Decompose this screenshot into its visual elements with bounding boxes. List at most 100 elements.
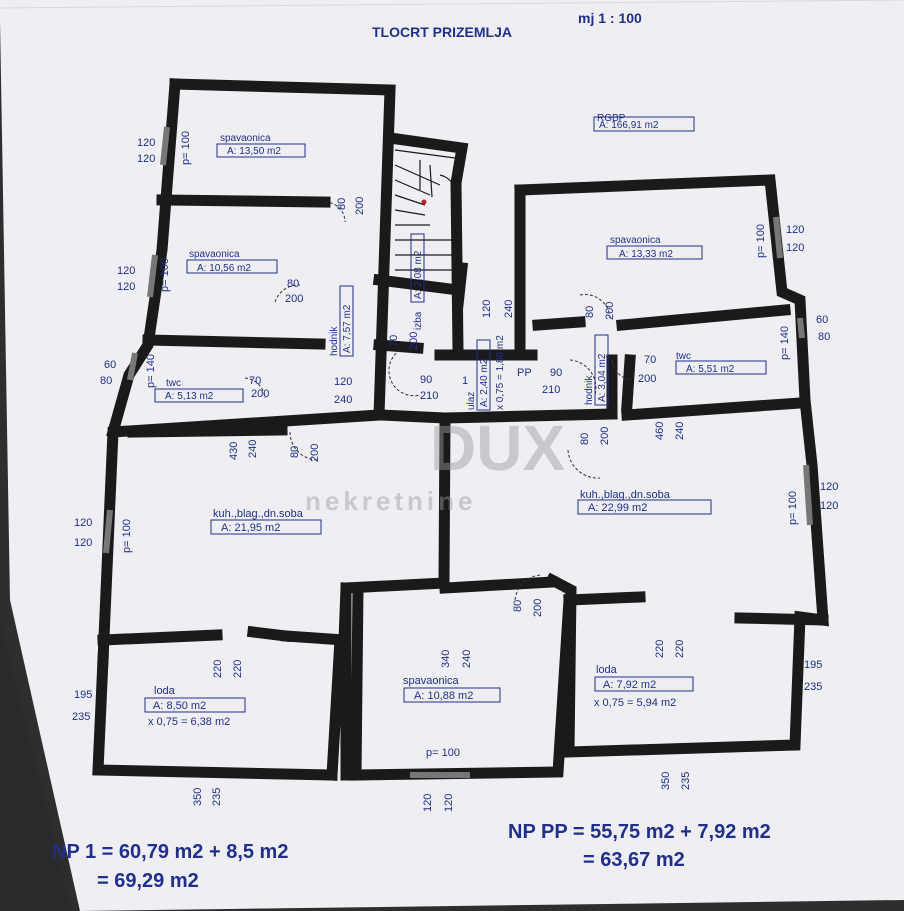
- dim-label: 235: [72, 711, 90, 723]
- dim-label: 80: [818, 331, 830, 343]
- dim-label: p= 100: [755, 224, 767, 258]
- room-area: A: 5,13 m2: [165, 391, 214, 402]
- dim-label: 220: [212, 660, 224, 678]
- room-name: hodnik: [329, 326, 340, 356]
- dim-label: 200: [599, 427, 611, 445]
- dim-label: 120: [820, 500, 838, 512]
- dim-label: 200: [532, 599, 544, 617]
- dim-label: p= 100: [787, 491, 799, 525]
- np1-line1: NP 1 = 60,79 m2 + 8,5 m2: [52, 841, 288, 863]
- dim-label: 240: [334, 394, 352, 406]
- dim-label: 350: [660, 772, 672, 790]
- dim-label: 235: [680, 772, 692, 790]
- dim-label: 120: [786, 242, 804, 254]
- dim-label: 60: [104, 359, 116, 371]
- dim-label: 80: [584, 306, 596, 318]
- dimensions: 120 120 120 120 60 80 120 120 195 235 12…: [72, 137, 838, 759]
- dim-label: 120: [74, 537, 92, 549]
- room-area: A: 7,92 m2: [603, 679, 656, 691]
- room-area: A: 2,08 m2: [413, 250, 424, 299]
- room-area: A: 10,88 m2: [414, 690, 473, 702]
- dim-label: 120: [820, 481, 838, 493]
- dim-label: 60: [816, 314, 828, 326]
- dim-label: 460: [654, 422, 666, 440]
- dim-label: 200: [309, 444, 321, 462]
- dim-label: p= 100: [121, 519, 133, 553]
- room-name: spavaonica: [403, 675, 460, 687]
- dim-label: 120: [74, 517, 92, 529]
- room-area: A: 13,33 m2: [619, 249, 673, 260]
- plan-scale: mj 1 : 100: [578, 10, 642, 26]
- dim-label: 200: [354, 197, 366, 215]
- dim-label: 80: [100, 375, 112, 387]
- dim-label: 210: [542, 384, 560, 396]
- doors: [244, 201, 633, 601]
- plan-title: TLOCRT PRIZEMLJA: [372, 24, 512, 40]
- totals: NP 1 = 60,79 m2 + 8,5 m2 = 69,29 m2 NP P…: [52, 821, 771, 892]
- room-name: izba: [413, 311, 424, 330]
- room-area-box: [476, 339, 491, 411]
- dim-label: 220: [232, 660, 244, 678]
- room-loda-2: loda A: 7,92 m2 x 0,75 = 5,94 m2: [594, 664, 694, 709]
- room-area: A: 3,04 m2: [597, 353, 608, 402]
- dim-label: 80: [287, 278, 299, 290]
- dim-label: 120: [137, 137, 155, 149]
- room-loda-1: loda A: 8,50 m2 x 0,75 = 6,38 m2: [144, 685, 246, 728]
- dim-label: p= 100: [180, 131, 192, 165]
- room-twc-2: twc A: 5,51 m2: [675, 351, 767, 375]
- room-spavaonica-3: spavaonica A: 10,88 m2: [403, 675, 501, 703]
- room-name: ulaz: [466, 392, 477, 410]
- room-area-box: [577, 499, 712, 515]
- room-name: spavaonica: [189, 249, 240, 260]
- room-area-box: [216, 143, 306, 158]
- room-area-box: [594, 676, 694, 692]
- dim-label: 235: [211, 788, 223, 806]
- dim-label: 210: [420, 390, 438, 402]
- room-hodnik-1: hodnik A: 7,57 m2: [329, 285, 354, 357]
- room-reduced-area: x 0,75 = 6,38 m2: [148, 716, 230, 728]
- room-area-box: [594, 334, 609, 406]
- room-izba: izba A: 2,08 m2: [410, 233, 425, 330]
- nppp-line2: = 63,67 m2: [583, 849, 685, 871]
- room-reduced-area: x 0,75 = 5,94 m2: [594, 697, 676, 709]
- dim-label: 350: [192, 788, 204, 806]
- room-area-box: [144, 697, 246, 713]
- room-name: twc: [166, 378, 181, 389]
- dim-label: 200: [408, 332, 420, 350]
- dim-label: 120: [137, 153, 155, 165]
- vertical-dimensions: p= 100 p= 100 p= 140 p= 100 p= 100 p= 14…: [121, 131, 799, 812]
- room-twc-1: twc A: 5,13 m2: [154, 378, 244, 403]
- dim-label: 220: [654, 640, 666, 658]
- room-spavaonica-4: spavaonica A: 13,33 m2: [606, 235, 703, 260]
- room-area: A: 21,95 m2: [221, 522, 280, 534]
- room-area-box: [606, 245, 703, 260]
- room-kuhinja-1: kuh.,blag.,dn.soba A: 21,95 m2: [210, 508, 322, 535]
- dim-label: 220: [674, 640, 686, 658]
- room-area-box: [410, 233, 425, 303]
- room-area: A: 2,40 m2: [479, 358, 490, 407]
- paper-edge: [0, 0, 904, 9]
- dim-label: 430: [228, 442, 240, 460]
- room-area-box: [154, 388, 244, 403]
- watermark-logo: DUX: [430, 412, 565, 484]
- rgbp-label: RGBP: [597, 113, 626, 124]
- room-name: hodnik: [584, 375, 595, 405]
- room-name: loda: [596, 664, 618, 676]
- dim-label: p= 100: [159, 258, 171, 292]
- dim-label: 120: [786, 224, 804, 236]
- windows: [103, 126, 813, 778]
- dim-label: 90: [420, 374, 432, 386]
- rgbp-area: A: 166,91 m2: [599, 120, 659, 131]
- watermark-sub: nekretnine: [305, 486, 477, 516]
- room-reduced-area: x 0,75 = 1,80 m2: [495, 335, 506, 410]
- room-hodnik-2: hodnik A: 3,04 m2: [584, 334, 609, 406]
- walls: [92, 78, 829, 781]
- room-ulaz: ulaz A: 2,40 m2 x 0,75 = 1,80 m2: [466, 335, 506, 411]
- dim-label: 120: [422, 794, 434, 812]
- room-area: A: 7,57 m2: [342, 304, 353, 353]
- dim-label: p= 140: [779, 326, 791, 360]
- dim-label: 80: [336, 198, 348, 210]
- dim-label: 120: [443, 794, 455, 812]
- dim-label: 200: [285, 293, 303, 305]
